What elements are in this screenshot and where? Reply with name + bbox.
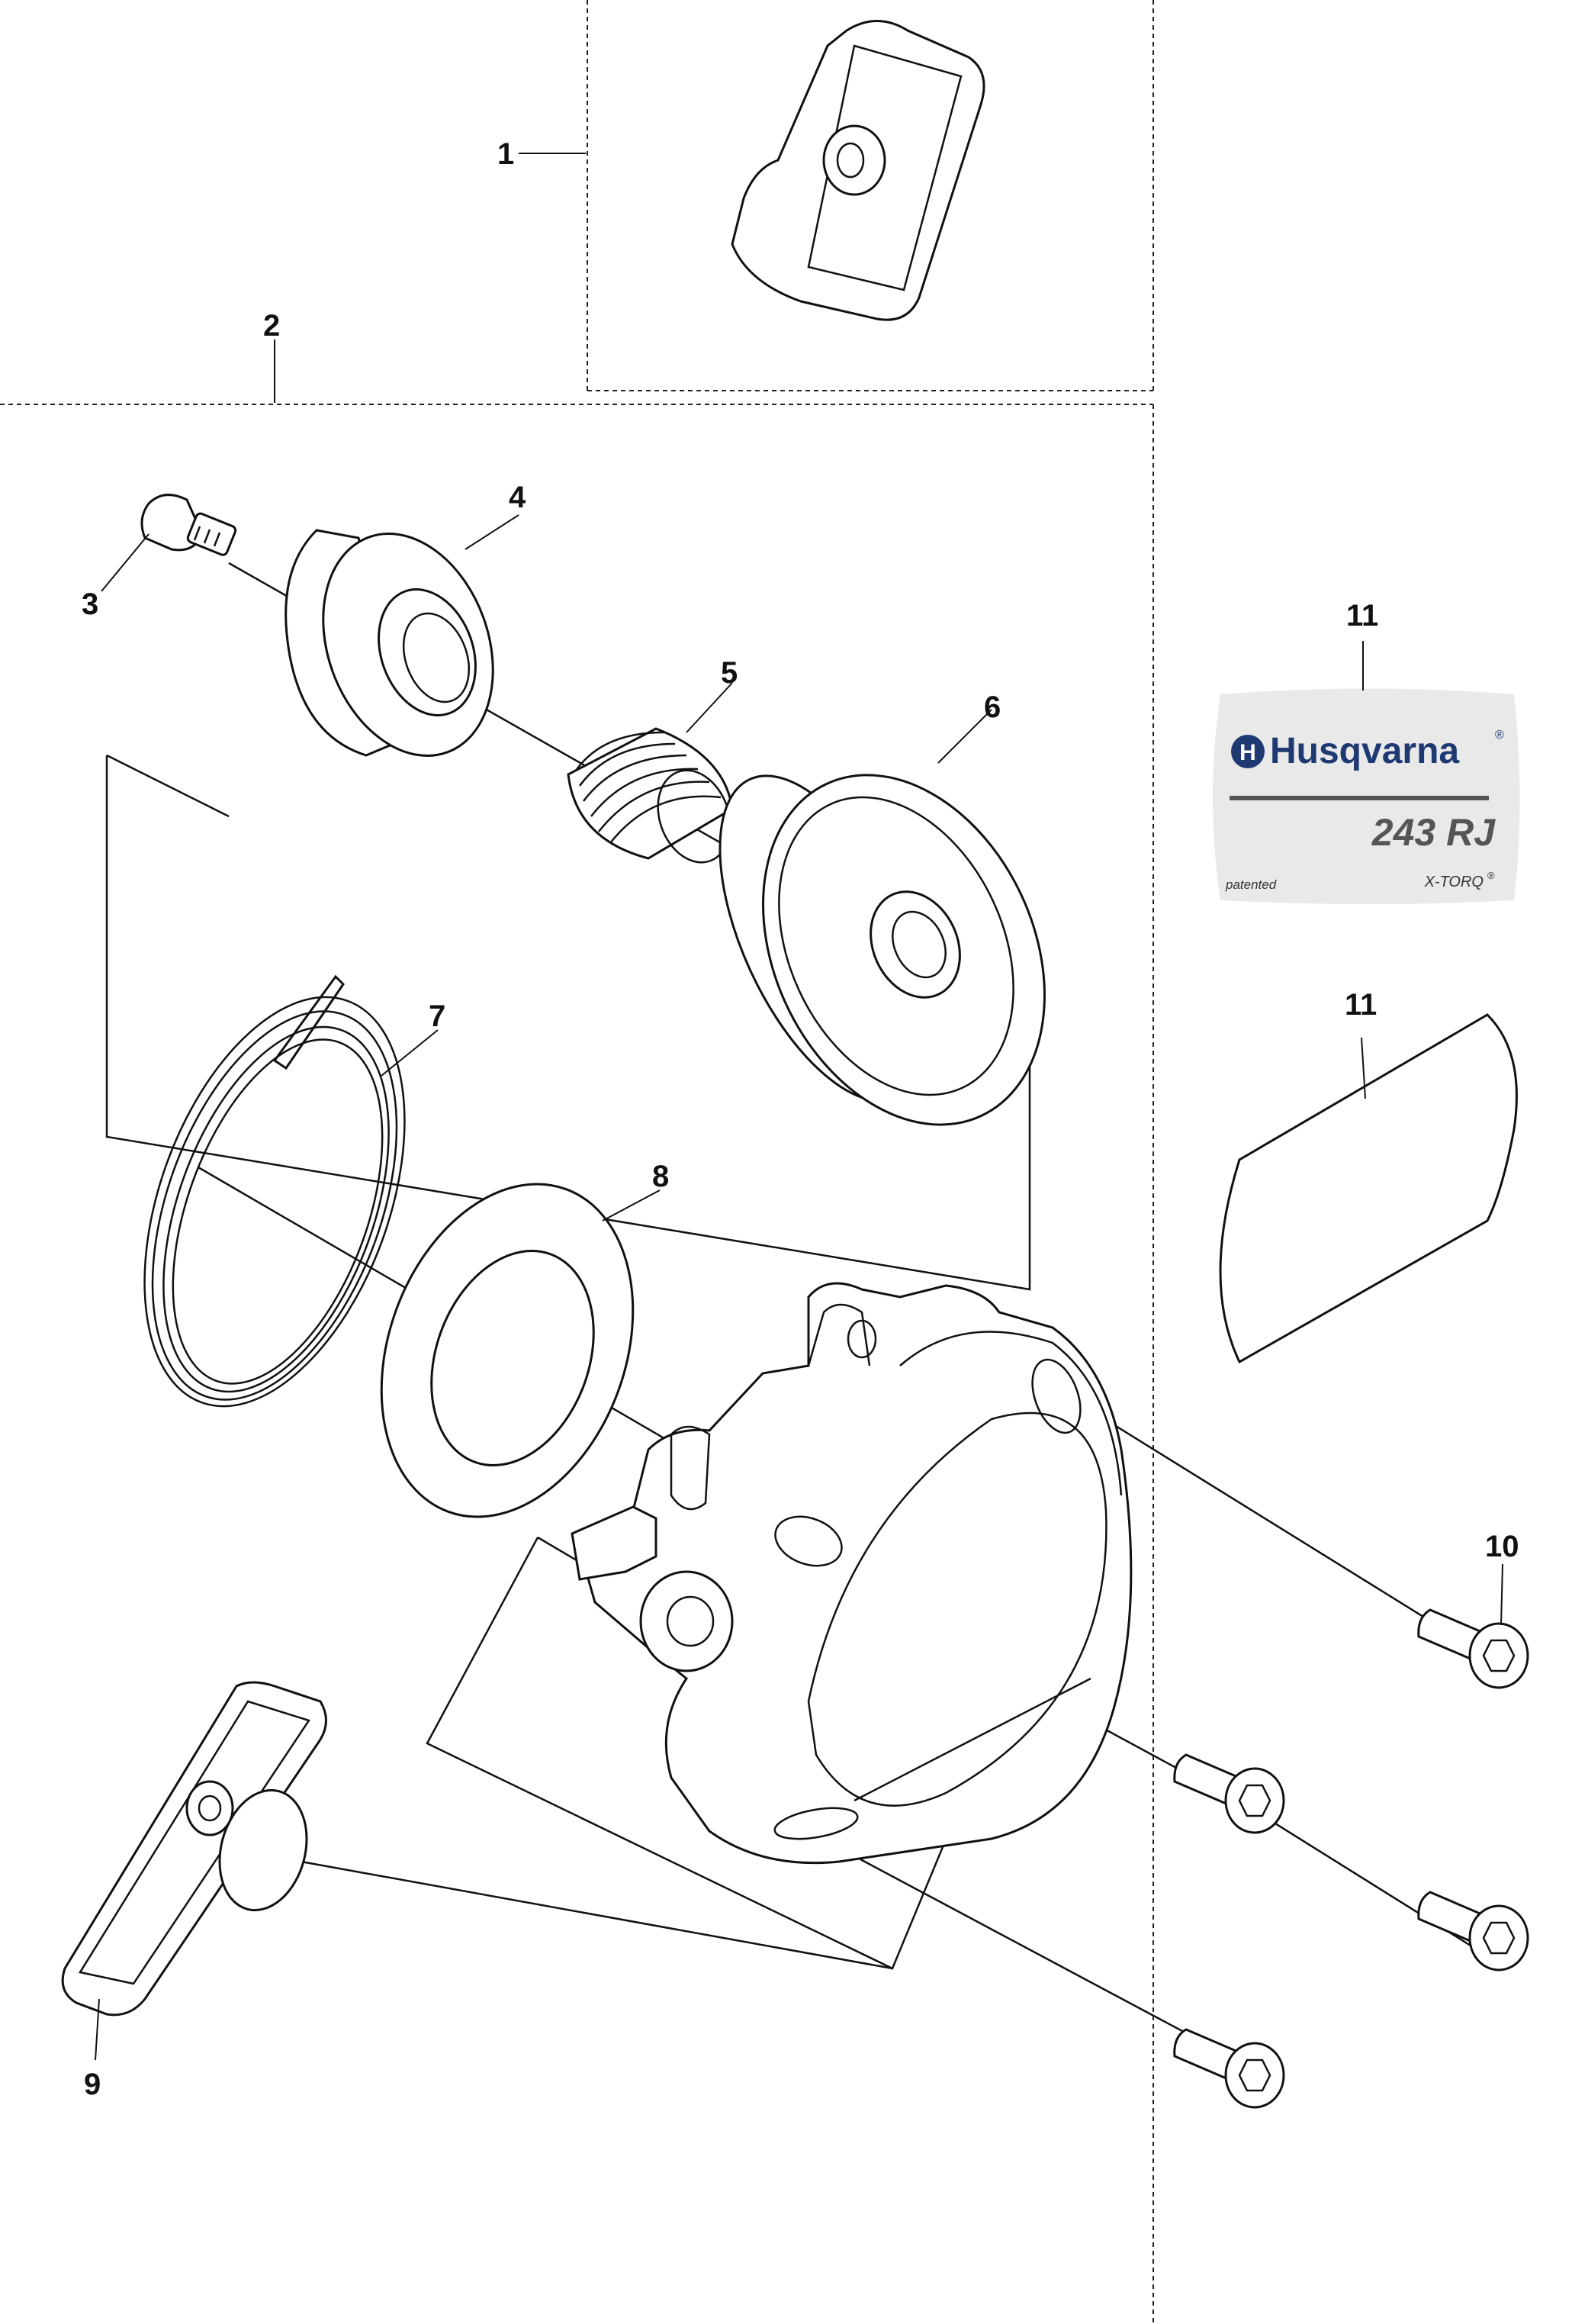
callout-7: 7 xyxy=(429,999,445,1033)
screw-part-10-b xyxy=(1173,1753,1285,1834)
decal-part-11-blank xyxy=(1219,1013,1518,1364)
group-frame-2 xyxy=(0,404,1154,2324)
lever-part-9 xyxy=(61,1681,327,2017)
callout-3: 3 xyxy=(82,587,98,621)
pulley-part-6 xyxy=(718,774,1046,1126)
group-frame-1 xyxy=(587,0,1154,391)
washer-part-8 xyxy=(380,1183,635,1518)
callout-2: 2 xyxy=(263,309,280,343)
callout-4: 4 xyxy=(509,481,526,514)
bushing-part-4 xyxy=(285,529,494,757)
screw-part-10-c xyxy=(1417,1891,1529,1972)
callout-1: 1 xyxy=(497,137,514,171)
decal-divider xyxy=(1230,796,1489,800)
spring-part-5 xyxy=(567,727,734,864)
decal-registered-mark: ® xyxy=(1495,729,1504,742)
screw-part-10-d xyxy=(1173,2028,1285,2109)
starter-handle-part xyxy=(731,20,985,321)
svg-text:H: H xyxy=(1239,740,1256,765)
screw-part-3 xyxy=(140,494,237,556)
callout-11-logo: 11 xyxy=(1346,599,1378,633)
callout-8: 8 xyxy=(652,1160,669,1193)
callout-11-blank: 11 xyxy=(1345,988,1377,1022)
decal-model: 243 RJ xyxy=(1371,811,1496,854)
callout-5: 5 xyxy=(721,656,738,690)
husqvarna-logo-icon: H xyxy=(1231,735,1265,768)
callout-10: 10 xyxy=(1485,1530,1519,1563)
decal-engine: X-TORQ xyxy=(1424,874,1484,890)
decal-brand: Husqvarna xyxy=(1270,731,1459,771)
callout-6: 6 xyxy=(984,690,1001,724)
callout-leaders xyxy=(95,153,1503,2061)
starter-housing-part xyxy=(571,1282,1133,1865)
decal-engine-mark: ® xyxy=(1487,870,1495,881)
decal-part-11-logo: H Husqvarna ® 243 RJ patented X-TORQ ® xyxy=(1213,688,1520,904)
recoil-spring-part-7 xyxy=(143,974,406,1408)
callout-9: 9 xyxy=(84,2068,101,2101)
screw-part-10-a xyxy=(1417,1608,1529,1689)
decal-patented: patented xyxy=(1225,877,1277,892)
